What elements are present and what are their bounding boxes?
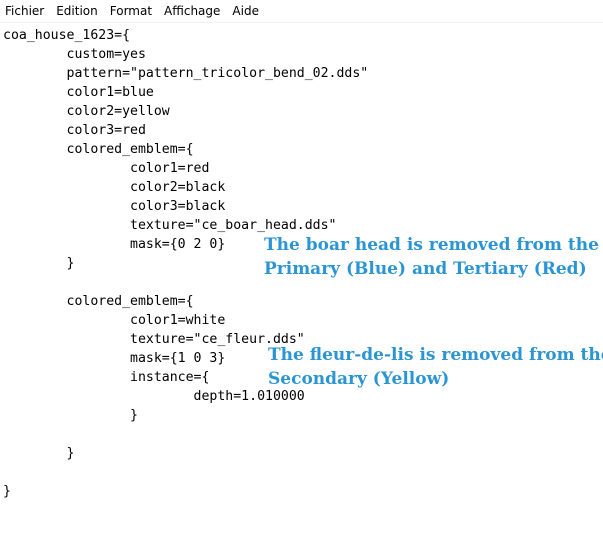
annotation-fleur-line2: Secondary (Yellow) (268, 369, 450, 389)
code-line: color3=black (3, 199, 226, 214)
annotation-boar-line2: Primary (Blue) and Tertiary (Red) (264, 259, 587, 279)
code-line: colored_emblem={ (3, 294, 194, 309)
code-line: instance={ (3, 370, 210, 385)
code-line: color2=yellow (3, 104, 170, 119)
text-editor-area[interactable]: coa_house_1623={ custom=yes pattern="pat… (0, 23, 603, 542)
code-line: color1=blue (3, 85, 154, 100)
code-line: texture="ce_fleur.dds" (3, 332, 305, 347)
code-line: } (3, 484, 11, 499)
menu-fichier[interactable]: Fichier (5, 4, 45, 18)
annotation-fleur-line1: The fleur-de-lis is removed from the (268, 345, 603, 365)
code-line: } (3, 446, 75, 461)
code-line: texture="ce_boar_head.dds" (3, 218, 337, 233)
code-line: color3=red (3, 123, 146, 138)
code-line: color1=red (3, 161, 210, 176)
code-line: pattern="pattern_tricolor_bend_02.dds" (3, 66, 369, 81)
code-line: depth=1.010000 (3, 389, 305, 404)
code-line: mask={0 2 0} (3, 237, 226, 252)
menu-format[interactable]: Format (109, 4, 153, 18)
menu-bar: Fichier Edition Format Affichage Aide (0, 0, 603, 23)
menu-edition[interactable]: Edition (56, 4, 98, 18)
annotation-boar-line1: The boar head is removed from the (264, 235, 599, 255)
code-line: coa_house_1623={ (3, 28, 131, 43)
menu-affichage[interactable]: Affichage (164, 4, 221, 18)
code-line: colored_emblem={ (3, 142, 194, 157)
code-line: color1=white (3, 313, 226, 328)
menu-aide[interactable]: Aide (232, 4, 259, 18)
code-line: } (3, 408, 138, 423)
code-line: custom=yes (3, 47, 146, 62)
code-line: color2=black (3, 180, 226, 195)
code-line: mask={1 0 3} (3, 351, 226, 366)
code-line: } (3, 256, 75, 271)
